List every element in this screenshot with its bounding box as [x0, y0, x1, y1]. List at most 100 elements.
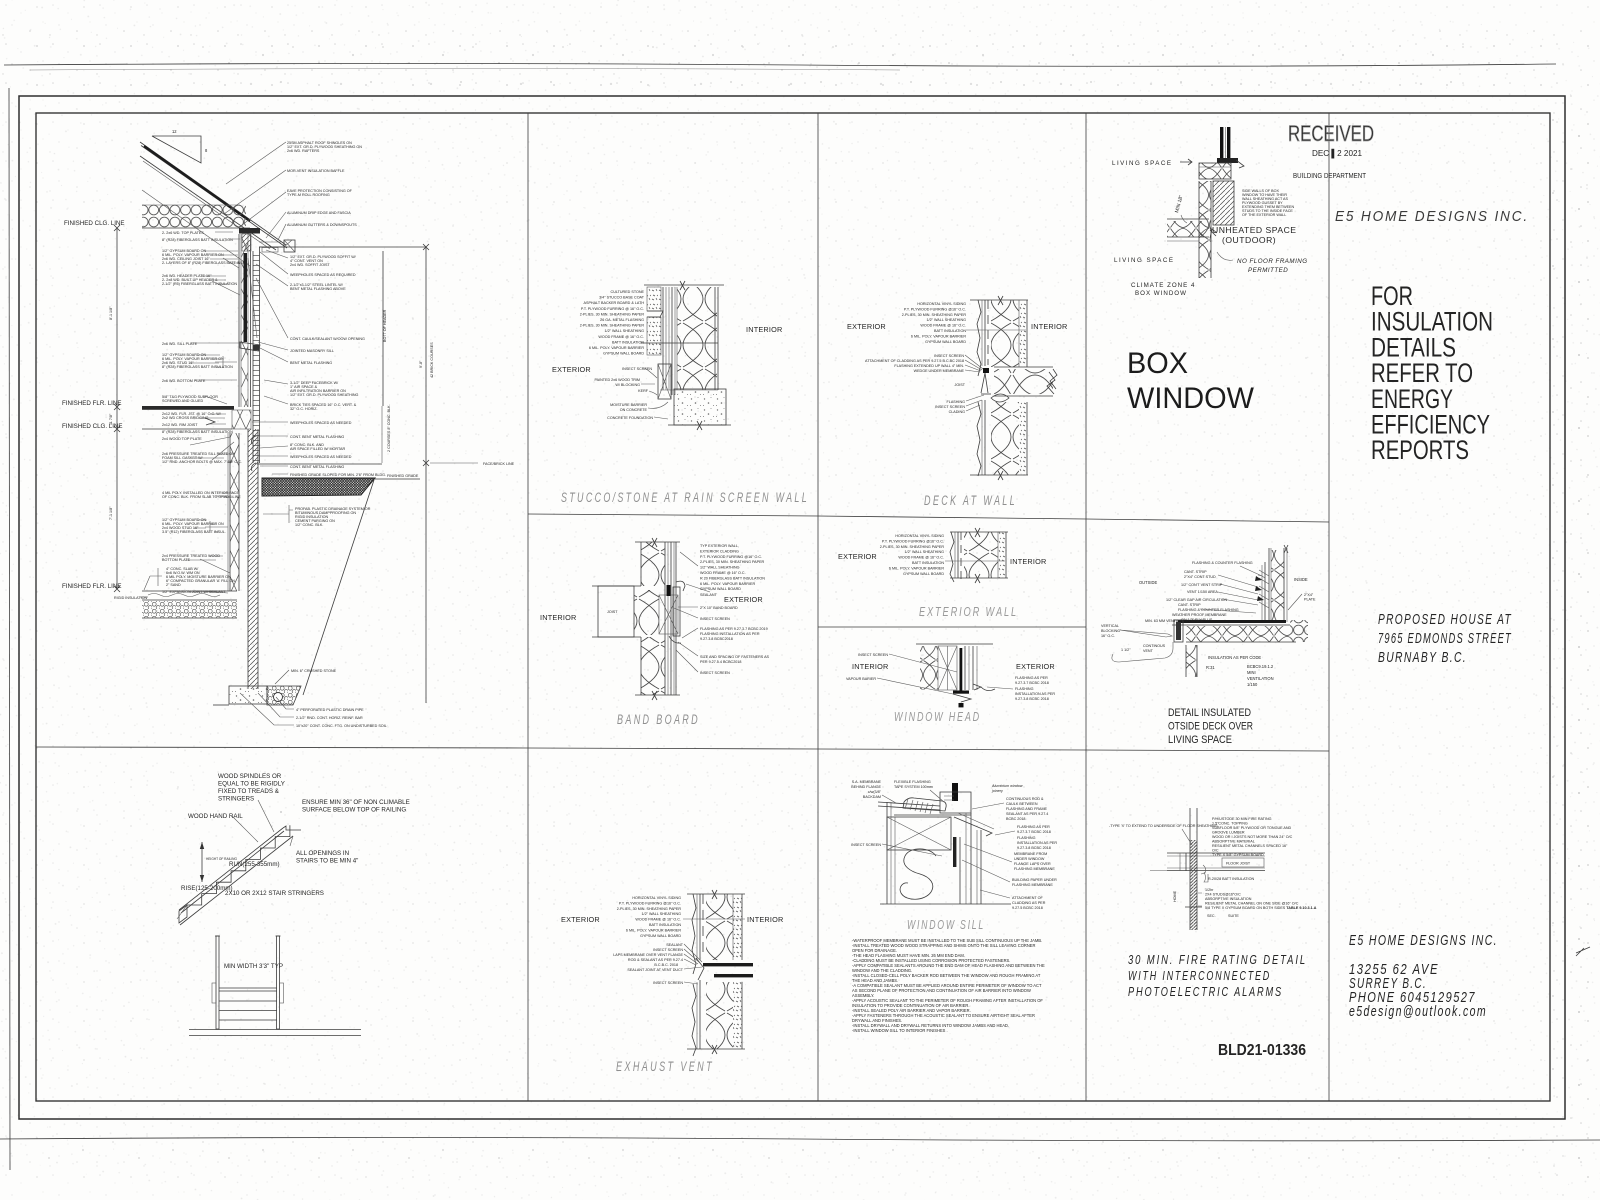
svg-text:1/2" WALL SHEATHING: 1/2" WALL SHEATHING: [642, 912, 682, 916]
svg-text:INSECT SCREEN: INSECT SCREEN: [700, 671, 730, 675]
svg-text:S.A. MEMBRANE: S.A. MEMBRANE: [852, 780, 882, 784]
svg-text:VERTICAL: VERTICAL: [1101, 624, 1119, 628]
svg-text:E5 HOME DESIGNS INC.: E5 HOME DESIGNS INC.: [1335, 208, 1529, 225]
svg-text:1/2" WALL SHEATHING: 1/2" WALL SHEATHING: [927, 318, 967, 322]
svg-text:1/150: 1/150: [1247, 682, 1258, 687]
svg-text:5/8" T&G PLYWOOD SUBFLOOR: 5/8" T&G PLYWOOD SUBFLOOR: [162, 395, 218, 399]
svg-text:8: 8: [205, 148, 208, 153]
svg-text:Aluminium window: Aluminium window: [991, 784, 1023, 788]
svg-text:VENT: VENT: [1143, 649, 1154, 653]
svg-text:BAND BOARD: BAND BOARD: [617, 712, 700, 727]
svg-text:2x2 WD CROSS BRIDGING: 2x2 WD CROSS BRIDGING: [162, 416, 209, 420]
svg-text:DECK AT WALL: DECK AT WALL: [924, 493, 1017, 508]
svg-text:CONTINOUS: CONTINOUS: [1143, 644, 1166, 648]
svg-text:SURREY B.C.: SURREY B.C.: [1349, 975, 1427, 992]
svg-text:THE HEAD AND JAMBS.: THE HEAD AND JAMBS.: [852, 978, 898, 983]
svg-text:CLIMATE ZONE 4: CLIMATE ZONE 4: [1131, 282, 1195, 289]
svg-text:-INSTALL WINDOW SILL TO INTERI: -INSTALL WINDOW SILL TO INTERIOR FINISHE…: [852, 1028, 948, 1033]
svg-text:WINDOW HEAD: WINDOW HEAD: [894, 710, 981, 724]
svg-text:CONT. BENT METAL FLASHING: CONT. BENT METAL FLASHING: [290, 465, 344, 469]
svg-text:8" (R28) FIBERGLASS BATT INSUL: 8" (R28) FIBERGLASS BATT INSULATION: [162, 430, 233, 434]
svg-text:2x6 WD. STUD 16": 2x6 WD. STUD 16": [162, 361, 194, 365]
svg-text:P.T. PLYWOOD FURRING @ 16" O.C: P.T. PLYWOOD FURRING @ 16" O.C.: [581, 307, 644, 311]
svg-text:BOX: BOX: [1127, 347, 1188, 380]
svg-text:6 MIL. POLY. VAPOUR BARRIER: 6 MIL. POLY. VAPOUR BARRIER: [589, 346, 644, 350]
svg-text:STUDS TO THE INSIDE FACE: STUDS TO THE INSIDE FACE: [1242, 209, 1293, 213]
svg-text:4 MIL POLY. INSTALLED ON INTER: 4 MIL POLY. INSTALLED ON INTERIOR FACE: [162, 491, 239, 495]
svg-text:INTERIOR: INTERIOR: [1031, 322, 1067, 331]
svg-text:INTERIOR: INTERIOR: [746, 325, 782, 334]
svg-text:R:31: R:31: [1206, 665, 1215, 670]
svg-text:FOR: FOR: [1371, 281, 1413, 311]
svg-text:VENTILATION: VENTILATION: [1247, 676, 1274, 681]
svg-text:FLOOR JOIST: FLOOR JOIST: [1226, 862, 1251, 866]
svg-text:2-PLIES, 30 MIN. SHEATHING PAP: 2-PLIES, 30 MIN. SHEATHING PAPER: [580, 312, 645, 316]
svg-text:LIVING SPACE: LIVING SPACE: [1112, 160, 1173, 167]
svg-text:BUILDING DEPARTMENT: BUILDING DEPARTMENT: [1293, 171, 1366, 180]
svg-text:-APPLY FASTENERS THROUGH THE A: -APPLY FASTENERS THROUGH THE ACOUSTIC SE…: [852, 1013, 1035, 1018]
svg-text:FLANGE LAPS OVER: FLANGE LAPS OVER: [1014, 862, 1051, 866]
svg-text:-A COMPATIBLE SEALANT MUST BE: -A COMPATIBLE SEALANT MUST BE APPLIED AR…: [852, 983, 1042, 988]
svg-text:WOOD FRAME @ 16" O.C.: WOOD FRAME @ 16" O.C.: [635, 918, 681, 922]
svg-text:P/H/USTODE 30 MIN FIRE RATING: P/H/USTODE 30 MIN FIRE RATING: [1212, 817, 1272, 821]
svg-text:SEC.: SEC.: [1207, 914, 1216, 918]
svg-text:BENT METAL FLASHING ABOVE: BENT METAL FLASHING ABOVE: [290, 287, 346, 291]
svg-text:6x6 W.O.W. WM ON: 6x6 W.O.W. WM ON: [166, 571, 200, 575]
svg-text:26 GA. METAL FLASHING: 26 GA. METAL FLASHING: [600, 318, 644, 322]
svg-text:2- 2x6 WD. TOP PLATES: 2- 2x6 WD. TOP PLATES: [162, 231, 204, 235]
svg-text:9'-8": 9'-8": [419, 360, 423, 368]
svg-text:FLASHING & COUNTER FLASHING: FLASHING & COUNTER FLASHING: [1178, 608, 1239, 612]
svg-text:ALL OPENINGS IN: ALL OPENINGS IN: [296, 850, 349, 857]
svg-text:FLASHING: FLASHING: [1015, 687, 1034, 691]
svg-text:STRINGERS: STRINGERS: [218, 796, 254, 803]
svg-text:FINISHED FLR. LINE: FINISHED FLR. LINE: [62, 400, 121, 407]
svg-text:DEC ▌2 2021: DEC ▌2 2021: [1312, 148, 1363, 159]
svg-text:HOME: HOME: [1173, 890, 1177, 902]
svg-text:BLOCKING: BLOCKING: [1101, 629, 1120, 633]
svg-text:CLADDING AS PER: CLADDING AS PER: [1012, 901, 1046, 905]
svg-text:BURNABY B.C.: BURNABY B.C.: [1378, 649, 1467, 666]
svg-text:BATT INSULATION: BATT INSULATION: [912, 561, 944, 565]
svg-text:CONT. BENT METAL FLASHING: CONT. BENT METAL FLASHING: [290, 435, 344, 439]
svg-text:MIN. 6" CRUSHED STONE: MIN. 6" CRUSHED STONE: [291, 669, 337, 673]
svg-text:FLASHING: FLASHING: [947, 400, 966, 404]
svg-text:2x6 WD. HEADER PLATE 16": 2x6 WD. HEADER PLATE 16": [162, 274, 212, 278]
svg-text:SIZE AND SPACING OF FASTENERS: SIZE AND SPACING OF FASTENERS AS: [700, 655, 770, 659]
svg-text:2"X4" CONT STUD: 2"X4" CONT STUD: [1184, 575, 1216, 579]
svg-text:DRYWALL AND FINISHES.: DRYWALL AND FINISHES.: [852, 1018, 902, 1023]
svg-text:2- LAYERS OF 8" (R28) FIBERGLA: 2- LAYERS OF 8" (R28) FIBERGLASS BATT IN…: [162, 261, 249, 265]
svg-text:RESILIENT METAL CHANNELS SPACE: RESILIENT METAL CHANNELS SPACED 16": [1212, 844, 1288, 848]
svg-text:FIXED TO TREADS &: FIXED TO TREADS &: [218, 788, 280, 795]
svg-text:1/2" WALL SHEATHING: 1/2" WALL SHEATHING: [905, 550, 945, 554]
svg-text:FLASHING & COUNTER FLASHING: FLASHING & COUNTER FLASHING: [1192, 561, 1253, 565]
svg-text:AIR SPACE FILLED W/ MORTAR: AIR SPACE FILLED W/ MORTAR: [290, 447, 345, 451]
svg-text:1/2hr: 1/2hr: [1205, 888, 1214, 892]
svg-text:P.T. PLYWOOD FURRING @16" O.C.: P.T. PLYWOOD FURRING @16" O.C.: [619, 901, 681, 905]
svg-text:6 MIL. POLY. VAPOUR BARRIER: 6 MIL. POLY. VAPOUR BARRIER: [911, 334, 966, 338]
svg-text:CAULK BETWEEN: CAULK BETWEEN: [1006, 802, 1038, 806]
svg-text:MIN WIDTH 3'3" TYP: MIN WIDTH 3'3" TYP: [224, 963, 283, 970]
svg-text:FLEXIBLE FLASHING: FLEXIBLE FLASHING: [894, 780, 931, 784]
svg-text:WINDOW SILL: WINDOW SILL: [907, 918, 985, 932]
svg-text:CANT. STRIP: CANT. STRIP: [1178, 603, 1201, 607]
svg-text:WINDOW TO HAVE THEIR: WINDOW TO HAVE THEIR: [1242, 193, 1287, 197]
svg-text:INSECT SCREEN: INSECT SCREEN: [622, 367, 652, 371]
svg-text:O/C: O/C: [1212, 849, 1219, 853]
svg-text:SURFACE BELOW TOP OF RAILING: SURFACE BELOW TOP OF RAILING: [302, 807, 406, 814]
svg-text:SCREWED AND GLUED: SCREWED AND GLUED: [162, 399, 204, 403]
svg-text:FLASHING MEMBRANE: FLASHING MEMBRANE: [1014, 867, 1055, 871]
svg-text:FINISHED CLG. LINE: FINISHED CLG. LINE: [64, 220, 125, 227]
svg-text:INSULATION AS PER CODE: INSULATION AS PER CODE: [1208, 655, 1261, 660]
svg-text:2x6 PRESSURE TREATED SILL PLAT: 2x6 PRESSURE TREATED SILL PLATE ON: [162, 452, 235, 456]
svg-text:SIDE WALLS OF BOX: SIDE WALLS OF BOX: [1242, 189, 1279, 193]
svg-text:PLATE: PLATE: [1304, 598, 1316, 602]
svg-text:3-1/2" DEEP FACEBRICK W/: 3-1/2" DEEP FACEBRICK W/: [290, 381, 339, 385]
svg-text:GYPSUM WALL BOARD: GYPSUM WALL BOARD: [700, 587, 741, 591]
svg-text:-APPLY ACOUSTIC SEALANT TO THE: -APPLY ACOUSTIC SEALANT TO THE PERIMETER…: [852, 998, 1043, 1003]
svg-text:ON CONCRETE: ON CONCRETE: [620, 408, 648, 412]
svg-text:BACKDAM: BACKDAM: [863, 795, 881, 799]
svg-text:6 MIL. POLY. VAPOUR BARRIER ON: 6 MIL. POLY. VAPOUR BARRIER ON: [162, 253, 224, 257]
svg-text:PLYWOOD GUSSET BY: PLYWOOD GUSSET BY: [1242, 201, 1283, 205]
svg-text:WOOD OR I JOISTS NOT MORE THAN: WOOD OR I JOISTS NOT MORE THAN 24" O/C: [1212, 835, 1293, 839]
svg-text:4" PERFORATED PLASTIC DRAIN PI: 4" PERFORATED PLASTIC DRAIN PIPE: [296, 708, 364, 712]
